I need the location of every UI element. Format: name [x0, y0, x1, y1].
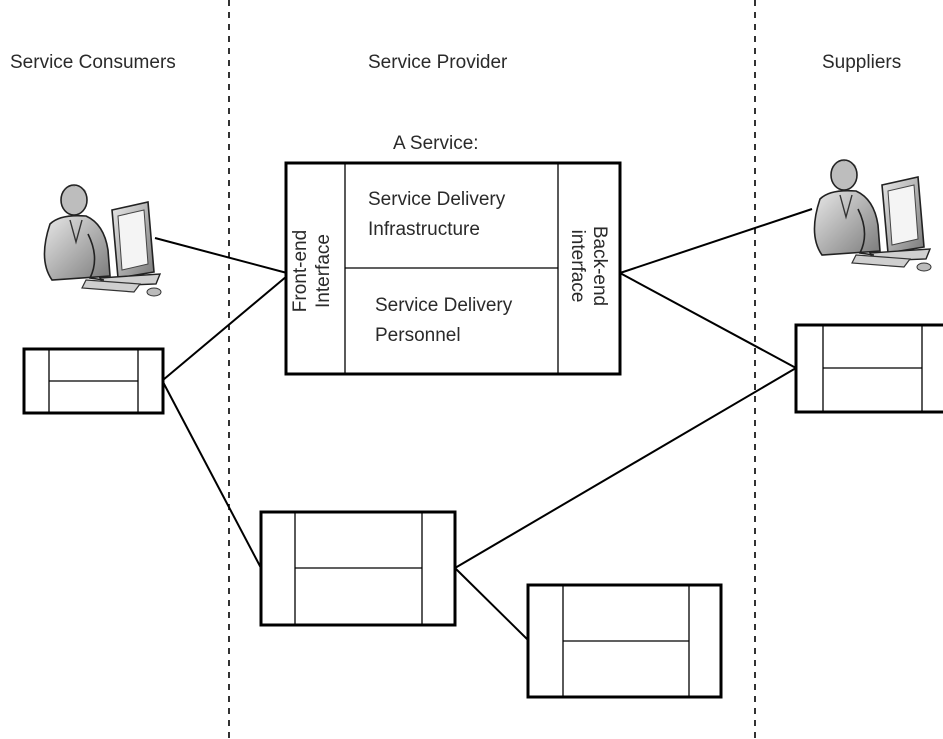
infrastructure-line2: Infrastructure — [368, 219, 480, 240]
back-end-interface-label: Back-end interface — [567, 226, 610, 306]
connector-consumer-box-to-middle-box — [162, 381, 262, 569]
lower-service-box-icon — [526, 583, 723, 699]
connector-backend-to-supplier-person — [619, 208, 813, 274]
back-end-line2: interface — [567, 230, 588, 303]
middle-service-box-icon — [259, 510, 457, 627]
connector-consumer-person — [154, 237, 288, 274]
front-end-line2: Interface — [313, 234, 334, 308]
front-end-interface-label: Front-end Interface — [290, 230, 334, 312]
personnel-line2: Personnel — [375, 325, 461, 346]
back-end-line1: Back-end — [589, 226, 610, 306]
lane-label-suppliers: Suppliers — [822, 52, 901, 73]
front-end-line1: Front-end — [290, 230, 311, 312]
connector-middle-box-to-lower-box — [454, 567, 529, 641]
service-title: A Service: — [393, 133, 479, 154]
supplier-service-box-icon — [794, 323, 943, 414]
consumer-service-box-icon — [22, 347, 165, 415]
service-box — [284, 161, 622, 376]
infrastructure-line1: Service Delivery — [368, 189, 506, 210]
supplier-person-at-computer-icon — [813, 159, 932, 272]
connector-middle-box-to-supplier-box — [454, 367, 797, 569]
consumer-person-at-computer-icon — [43, 184, 162, 297]
lane-label-provider: Service Provider — [368, 52, 508, 73]
lane-label-consumers: Service Consumers — [10, 52, 176, 73]
connectors — [154, 208, 813, 641]
connector-consumer-box — [162, 275, 288, 381]
personnel-line1: Service Delivery — [375, 295, 513, 316]
connector-backend-to-supplier-box — [619, 272, 797, 369]
